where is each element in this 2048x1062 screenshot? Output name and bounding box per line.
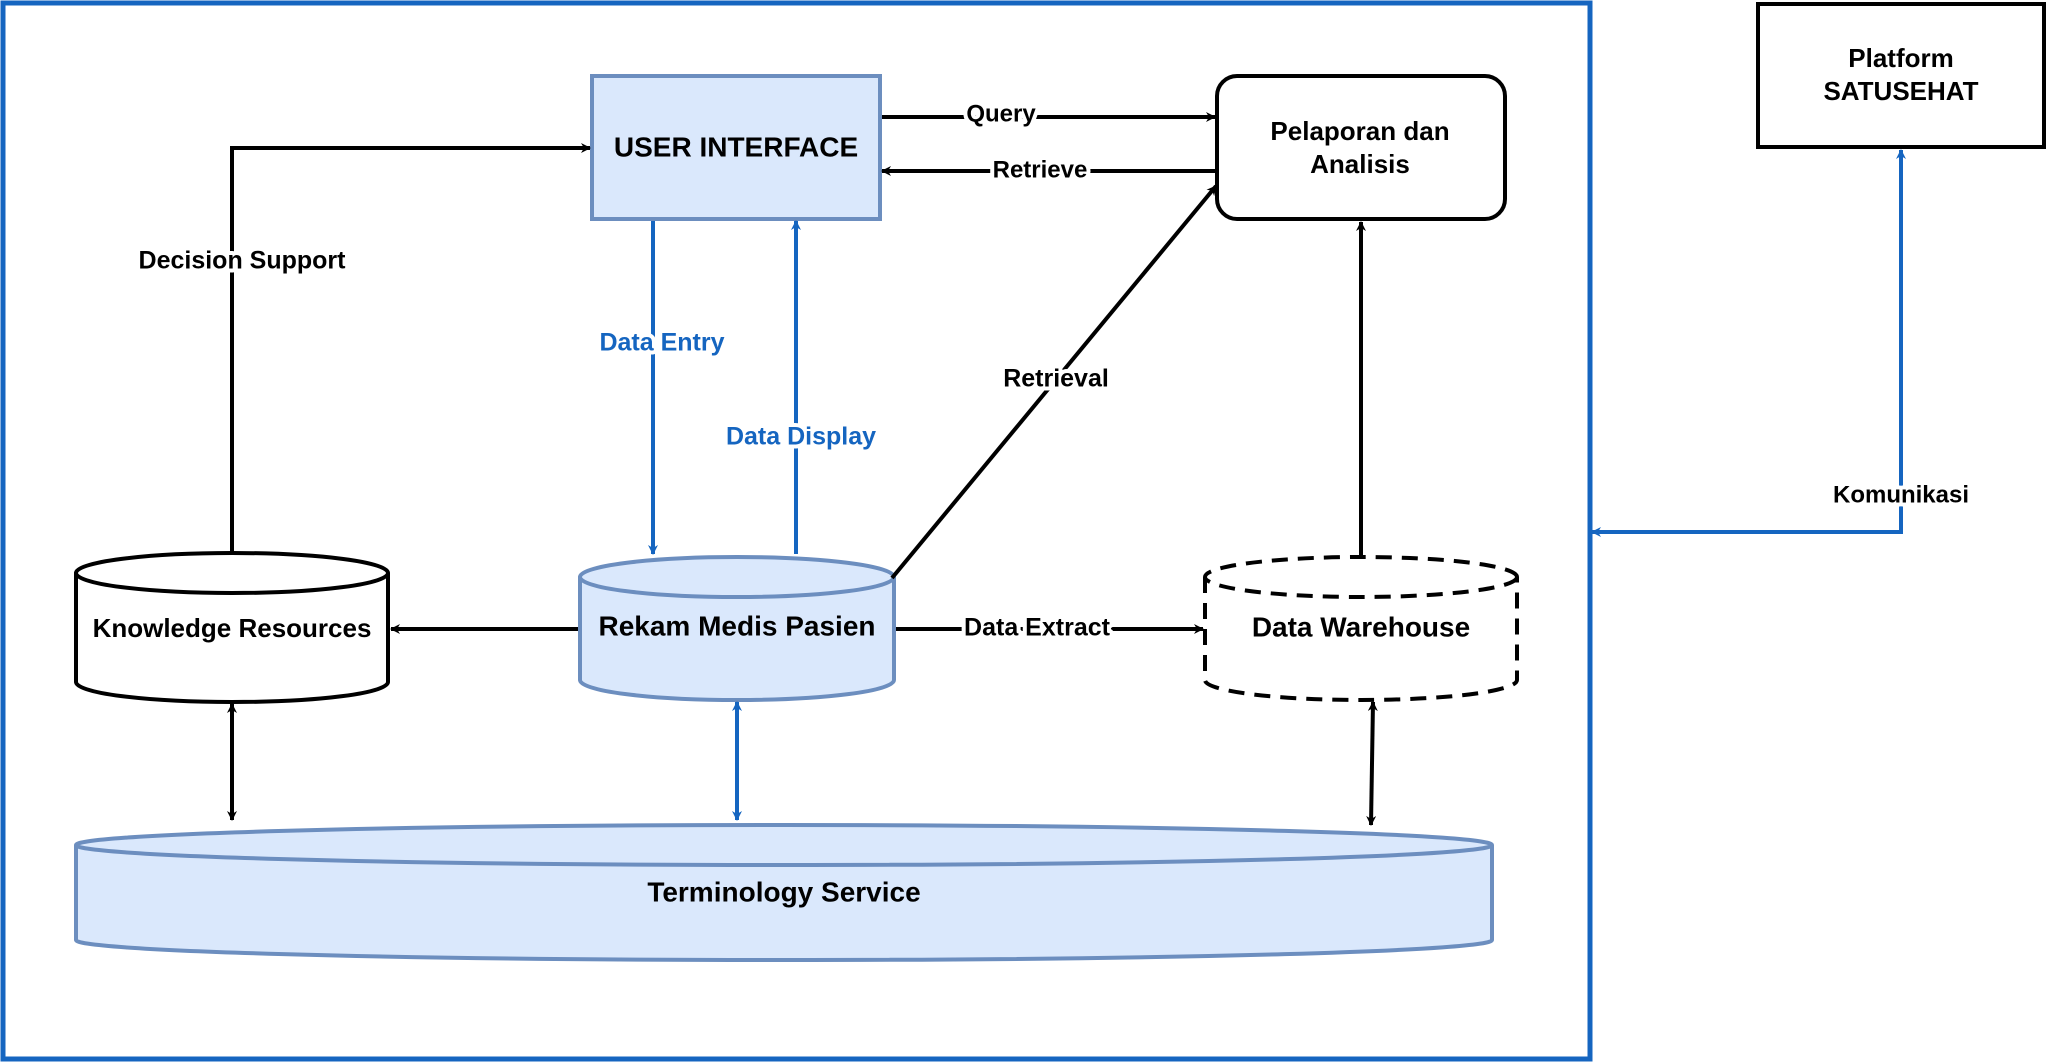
rekam-medis-pasien-node[interactable]: Rekam Medis Pasien [578,555,896,702]
platform-label-line1: Platform [1848,43,1953,73]
decision-support-label: Decision Support [139,247,347,275]
data-display-label: Data Display [726,423,876,451]
terminology-service-label: Terminology Service [647,876,920,907]
user-interface-label: USER INTERFACE [614,131,858,162]
data-extract-label: Data Extract [964,614,1111,642]
warehouse-terminology-arrow [1366,701,1378,826]
knowledge-resources-node[interactable]: Knowledge Resources [74,551,390,704]
platform-satusehat-node[interactable]: Platform SATUSEHAT [1756,2,2046,149]
knowledge-resources-label: Knowledge Resources [93,613,372,643]
pelaporan-analisis-node[interactable]: Pelaporan dan Analisis [1215,74,1507,221]
data-entry-label: Data Entry [599,329,724,357]
system-boundary [0,0,1593,1062]
retrieval-label: Retrieval [1003,365,1109,393]
pelaporan-label-line1: Pelaporan dan [1270,116,1449,146]
terminology-service-node[interactable]: Terminology Service [74,823,1494,962]
retrieve-label: Retrieve [993,156,1088,183]
pelaporan-label-line2: Analisis [1310,149,1410,179]
platform-label-line2: SATUSEHAT [1823,76,1978,106]
query-label: Query [966,100,1036,127]
komunikasi-arrow-left [1591,527,1903,537]
decision-support-arrow [230,143,591,553]
komunikasi-label: Komunikasi [1833,481,1969,508]
rekam-medis-pasien-label: Rekam Medis Pasien [598,610,875,641]
user-interface-node[interactable]: USER INTERFACE [590,74,882,221]
retrieval-arrow [890,184,1218,580]
data-warehouse-node[interactable]: Data Warehouse [1203,555,1519,702]
data-warehouse-label: Data Warehouse [1252,611,1470,642]
